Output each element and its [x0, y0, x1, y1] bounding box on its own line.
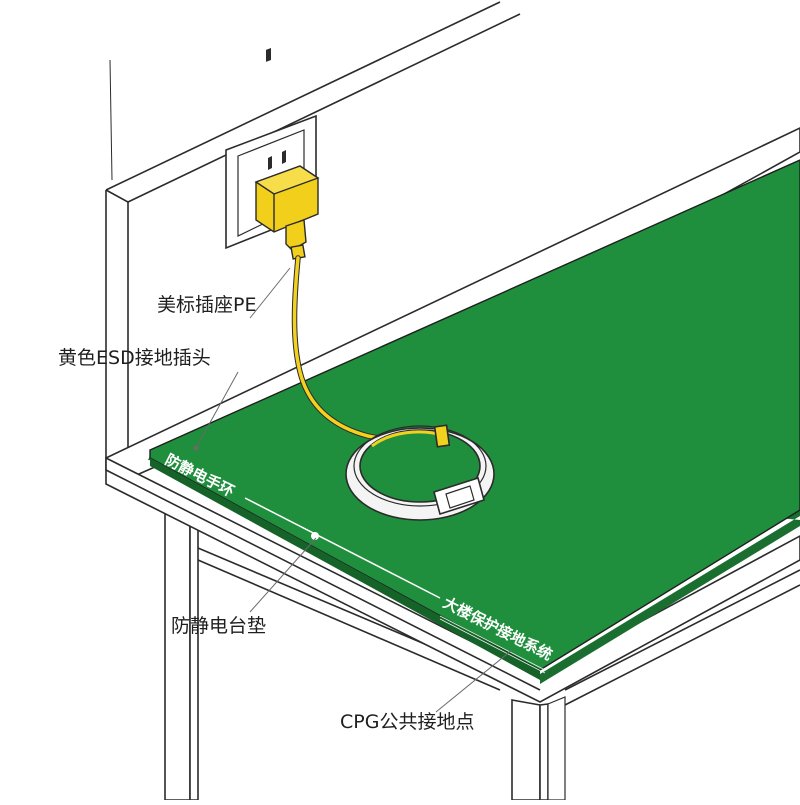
- mat-divider-line: [244, 497, 441, 599]
- callout-yellow-esd-plug: 黄色ESD接地插头: [58, 347, 211, 369]
- callout-leaders: [193, 267, 513, 713]
- callout-esd-mat: 防静电台垫: [171, 615, 266, 637]
- socket-slots: [268, 150, 286, 170]
- wall-panel: [105, 1, 800, 466]
- wrist-strap: [345, 424, 495, 521]
- callout-us-socket-pe: 美标插座PE: [157, 294, 256, 316]
- yellow-esd-plug: [254, 165, 320, 260]
- callout-cpg-point: CPG公共接地点: [340, 711, 474, 733]
- grounding-stripe: [439, 615, 546, 674]
- mat-center-dot: [311, 532, 319, 540]
- table-frame: [164, 510, 800, 801]
